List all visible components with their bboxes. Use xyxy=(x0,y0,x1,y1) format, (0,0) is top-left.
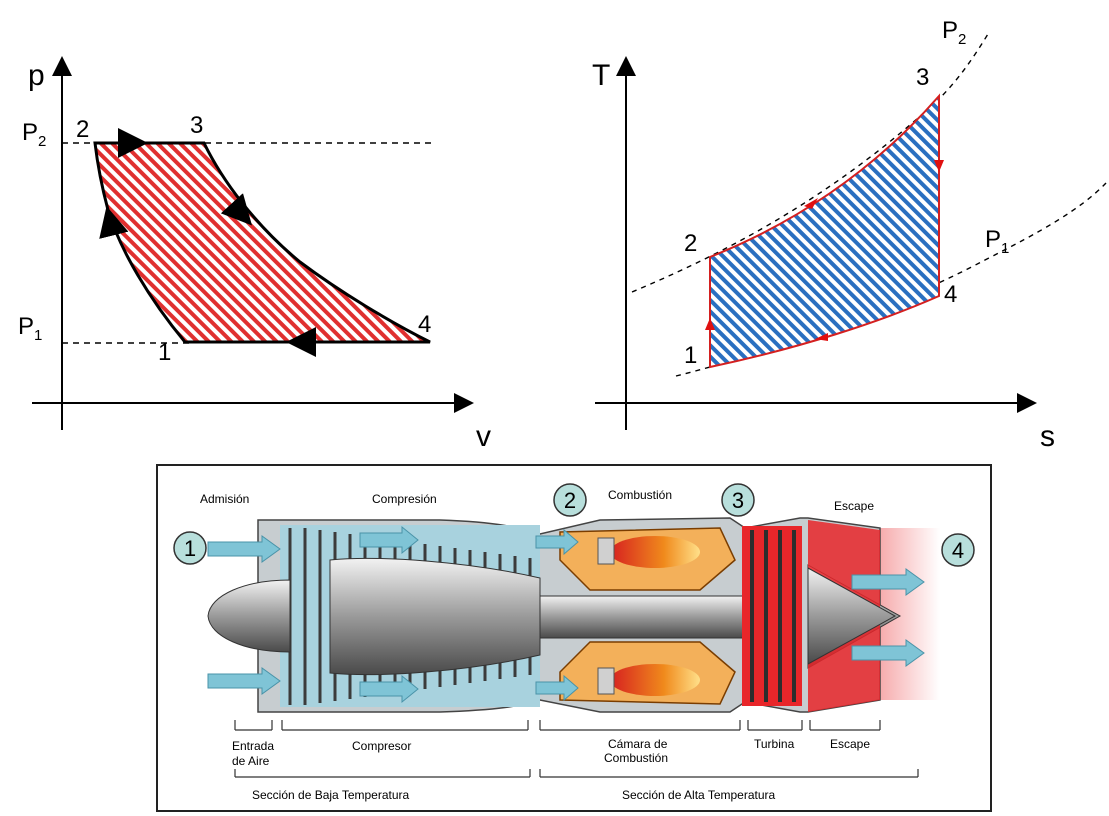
compressor-drum xyxy=(330,558,540,674)
fuel-nozzle-lower xyxy=(598,668,614,694)
pv-p2-label: P2 xyxy=(22,119,46,150)
ts-cycle-area xyxy=(710,96,939,367)
station-1: 1 xyxy=(174,532,206,564)
component-intake-l2: de Aire xyxy=(232,754,270,768)
engine-cutaway: Admisión Compresión Combustión Escape 1 … xyxy=(157,465,991,811)
section-high-temp: Sección de Alta Temperatura xyxy=(622,788,776,802)
pv-point-3: 3 xyxy=(190,112,203,139)
ts-point-4: 4 xyxy=(944,281,957,308)
pv-y-axis-label: p xyxy=(28,59,45,92)
station-4-label: 4 xyxy=(952,538,964,563)
ts-point-2: 2 xyxy=(684,230,697,257)
component-intake-l1: Entrada xyxy=(232,739,274,753)
pv-p1-label: P1 xyxy=(18,313,42,344)
pv-x-axis-label: v xyxy=(476,420,491,453)
station-1-label: 1 xyxy=(184,536,196,561)
fuel-nozzle-upper xyxy=(598,538,614,564)
stage-combustion: Combustión xyxy=(608,488,672,502)
ts-p2-label: P2 xyxy=(942,17,966,48)
main-shaft xyxy=(540,596,750,638)
pv-diagram: p v P2 P1 2 3 4 1 xyxy=(18,59,491,453)
ts-y-axis-label: T xyxy=(592,59,610,92)
stage-escape: Escape xyxy=(834,499,874,513)
station-2-label: 2 xyxy=(564,488,576,513)
stage-admision: Admisión xyxy=(200,492,249,506)
component-chamber-l2: Combustión xyxy=(604,751,668,765)
component-exhaust: Escape xyxy=(830,737,870,751)
section-low-temp: Sección de Baja Temperatura xyxy=(252,788,410,802)
component-turbine: Turbina xyxy=(754,737,795,751)
stage-compresion: Compresión xyxy=(372,492,437,506)
station-3-label: 3 xyxy=(732,488,744,513)
pv-point-4: 4 xyxy=(418,311,431,338)
ts-point-1: 1 xyxy=(684,342,697,369)
flame-upper xyxy=(610,536,700,568)
ts-point-3: 3 xyxy=(916,64,929,91)
ts-x-axis-label: s xyxy=(1040,420,1055,453)
station-2: 2 xyxy=(554,484,586,516)
ts-diagram: T s P2 P1 1 2 3 4 xyxy=(592,17,1106,453)
ts-p1-label: P1 xyxy=(985,226,1009,257)
component-compressor: Compresor xyxy=(352,739,411,753)
station-4: 4 xyxy=(942,534,974,566)
pv-point-2: 2 xyxy=(76,116,89,143)
station-3: 3 xyxy=(722,484,754,516)
pv-cycle-area xyxy=(95,143,430,342)
pv-point-1: 1 xyxy=(158,339,171,366)
flame-lower xyxy=(610,664,700,696)
component-chamber-l1: Cámara de xyxy=(608,737,668,751)
